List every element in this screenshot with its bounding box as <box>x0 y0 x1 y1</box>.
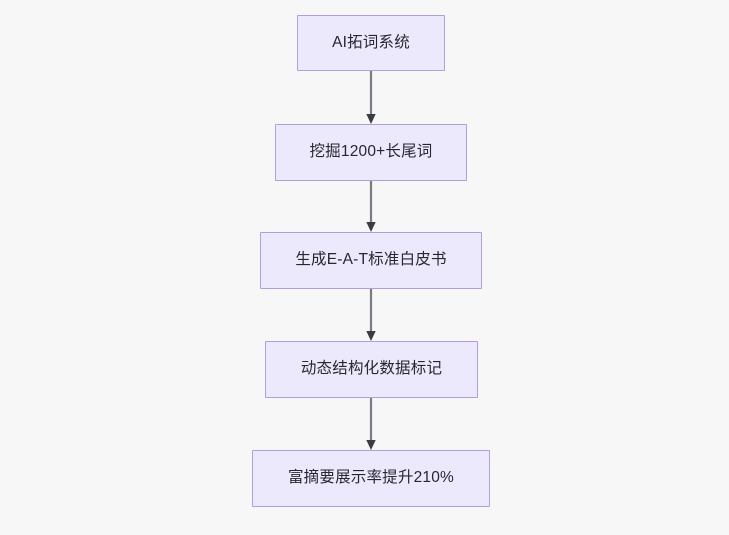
flow-node-ai-keyword-system[interactable]: AI拓词系统 <box>297 15 445 71</box>
flow-connector-arrow <box>364 181 378 232</box>
flow-node-label: 挖掘1200+长尾词 <box>309 143 433 161</box>
flow-connector-arrow <box>364 398 378 450</box>
flow-node-label: 生成E-A-T标准白皮书 <box>295 251 447 269</box>
flow-node-generate-eat-whitepaper[interactable]: 生成E-A-T标准白皮书 <box>260 232 482 289</box>
flow-node-mine-longtail-keywords[interactable]: 挖掘1200+长尾词 <box>275 124 467 181</box>
flow-connector-arrow <box>364 71 378 124</box>
flow-node-label: AI拓词系统 <box>332 33 410 51</box>
flow-connector-arrow <box>364 289 378 341</box>
flow-node-rich-snippet-impression-lift[interactable]: 富摘要展示率提升210% <box>252 450 490 507</box>
flow-node-label: 富摘要展示率提升210% <box>287 469 455 487</box>
flow-node-label: 动态结构化数据标记 <box>300 360 443 378</box>
flow-node-dynamic-structured-data-markup[interactable]: 动态结构化数据标记 <box>265 341 478 398</box>
